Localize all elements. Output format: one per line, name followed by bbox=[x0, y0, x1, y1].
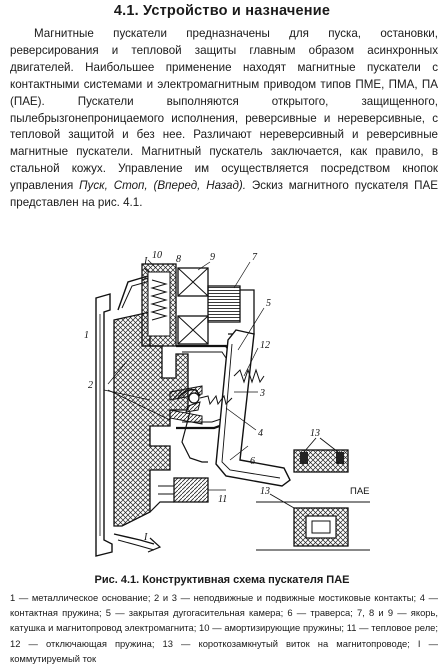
paragraph-text-start: Магнитные пускатели предназначены для пу… bbox=[10, 27, 438, 193]
label-9: 9 bbox=[210, 252, 215, 263]
legend-text: 1 — металлическое основание; 2 и 3 — неп… bbox=[10, 592, 438, 664]
contact-spring bbox=[199, 394, 233, 406]
label-3: 3 bbox=[259, 388, 265, 399]
figure-legend: 1 — металлическое основание; 2 и 3 — неп… bbox=[10, 590, 438, 666]
label-6: 6 bbox=[250, 456, 255, 467]
damping-spring bbox=[150, 279, 168, 321]
moving-contact-bridge bbox=[177, 388, 201, 399]
label-10: 10 bbox=[152, 250, 162, 261]
thermal-relay bbox=[173, 477, 209, 503]
label-8: 8 bbox=[176, 254, 181, 265]
current-lead-bottom bbox=[113, 533, 155, 545]
label-1: 1 bbox=[84, 330, 89, 341]
label-pae: ПАЕ bbox=[350, 486, 370, 497]
armature bbox=[207, 285, 241, 323]
current-lead-top bbox=[117, 275, 149, 311]
contact-pivot bbox=[188, 392, 200, 404]
paragraph-buttons-italic: Пуск, Стоп, (Вперед, Назад). bbox=[79, 179, 246, 193]
shorted-turn-detail bbox=[256, 437, 370, 551]
metal-base bbox=[95, 293, 113, 557]
label-11: 11 bbox=[218, 494, 227, 505]
label-13-left: 13 bbox=[260, 486, 270, 497]
section-heading: 4.1. Устройство и назначение bbox=[113, 3, 331, 19]
figure-diagram: I 1 2 10 8 9 7 5 12 3 4 6 11 I 13 13 ПАЕ bbox=[58, 250, 418, 568]
body-paragraph: Магнитные пускатели предназначены для пу… bbox=[10, 26, 438, 212]
figure-caption: Рис. 4.1. Конструктивная схема пускателя… bbox=[94, 574, 350, 586]
label-current-top: I bbox=[143, 256, 148, 267]
label-current-bottom: I bbox=[143, 532, 148, 543]
label-7: 7 bbox=[252, 252, 258, 263]
paragraph-text-end: Эскиз магнитного пускателя ПАЕ представл… bbox=[10, 179, 438, 210]
label-12: 12 bbox=[260, 340, 270, 351]
traverse bbox=[215, 329, 291, 487]
trip-spring bbox=[233, 368, 265, 384]
label-2: 2 bbox=[88, 380, 93, 391]
label-4: 4 bbox=[258, 428, 263, 439]
pae-starter-drawing: I 1 2 10 8 9 7 5 12 3 4 6 11 I 13 13 ПАЕ bbox=[84, 250, 370, 557]
label-5: 5 bbox=[266, 298, 271, 309]
label-13-top: 13 bbox=[310, 428, 320, 439]
